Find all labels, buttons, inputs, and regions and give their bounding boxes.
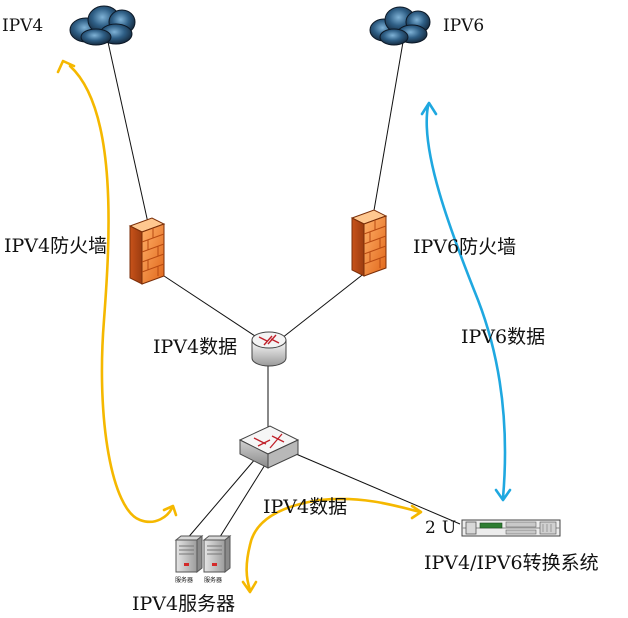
router-label: IPV4数据	[153, 336, 237, 358]
conversion-system-label: IPV4/IPV6转换系统	[424, 552, 599, 574]
server-icon	[202, 534, 232, 574]
server-icon	[174, 534, 204, 574]
arrowhead	[241, 580, 258, 594]
arrowhead	[162, 504, 178, 517]
ipv4-flow-path-bottom	[245, 497, 422, 592]
link-ipv4-cloud-firewall	[107, 41, 151, 233]
link-switch-converter	[295, 453, 461, 525]
ipv6-firewall-label: IPV6防火墙	[413, 236, 516, 258]
arrowhead	[420, 101, 438, 116]
link-switch-server-1	[185, 457, 257, 541]
link-ipv4-firewall-router	[157, 271, 259, 339]
ipv4-firewall-icon	[128, 217, 166, 285]
link-switch-server-2	[217, 459, 269, 541]
arrowhead	[410, 504, 423, 520]
arrowhead	[56, 59, 76, 74]
link-ipv6-cloud-firewall	[371, 41, 404, 223]
ipv6-cloud-icon	[369, 6, 431, 46]
ipv6-flow-label: IPV6数据	[461, 326, 545, 348]
server-tag: 服务器	[175, 576, 193, 584]
conversion-device-mark: 2U	[425, 518, 462, 538]
ipv4-cloud-icon	[69, 5, 136, 46]
ipv4-cloud-label: IPV4	[2, 16, 43, 36]
server-group-label: IPV4服务器	[132, 593, 235, 615]
ipv6-firewall-icon	[350, 209, 388, 277]
ipv4-flow-path-left	[68, 64, 174, 524]
ipv6-flow-arrow	[420, 101, 512, 502]
ipv6-cloud-label: IPV6	[443, 16, 484, 36]
arrowhead	[494, 488, 512, 502]
ipv4-flow-arrows	[56, 59, 423, 594]
server-tag: 服务器	[204, 576, 222, 584]
ipv6-flow-path	[425, 104, 507, 500]
switch-flow-label: IPV4数据	[263, 496, 347, 518]
router-icon	[251, 331, 287, 367]
network-links	[107, 41, 461, 541]
link-ipv6-firewall-router	[281, 271, 367, 339]
switch-icon	[238, 425, 300, 469]
ipv4-firewall-label: IPV4防火墙	[4, 235, 107, 257]
conversion-device-icon	[461, 519, 561, 537]
